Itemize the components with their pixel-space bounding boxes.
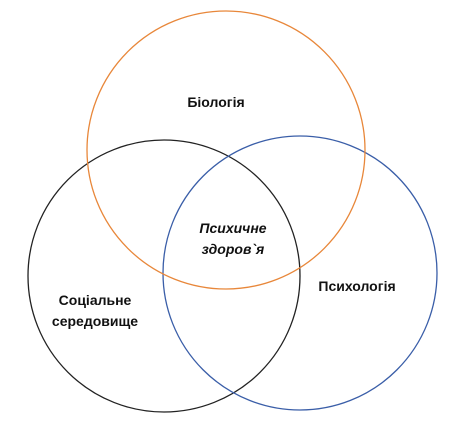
social-environment-label-line-2: середовище bbox=[52, 313, 138, 329]
mental-health-label-line-2: здоров`я bbox=[202, 241, 265, 257]
biology-label: Біологія bbox=[187, 94, 244, 110]
psychology-label: Психологія bbox=[318, 278, 395, 294]
biology-circle bbox=[86, 10, 366, 290]
social-environment-label-line-1: Соціальне bbox=[59, 292, 132, 308]
mental-health-label-line-1: Психичне bbox=[199, 220, 266, 236]
social-environment-circle bbox=[27, 139, 301, 413]
psychology-circle bbox=[162, 135, 438, 411]
